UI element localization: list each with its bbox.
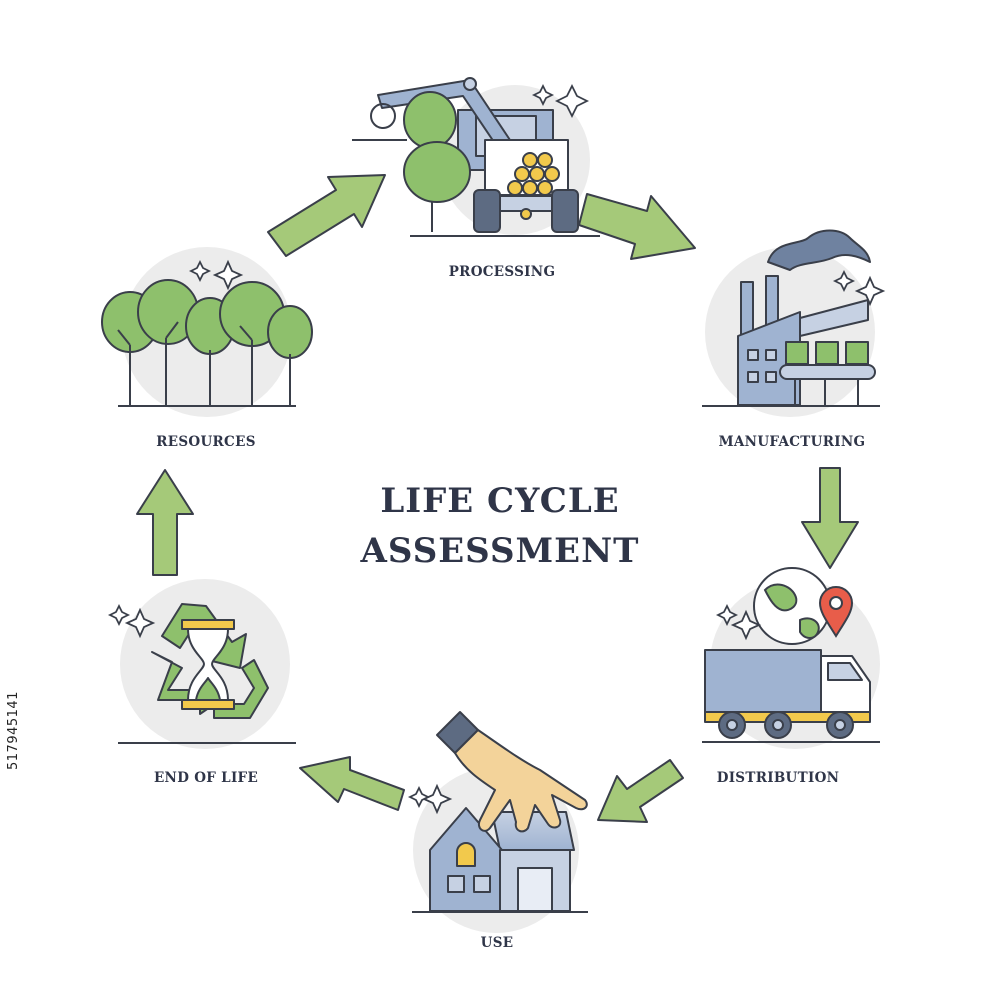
hourglass-icon — [181, 619, 235, 710]
title-line-1: LIFE CYCLE — [380, 481, 620, 521]
forest-icon — [101, 279, 313, 405]
arrow-end-of-life-to-resources — [136, 469, 194, 576]
factory-icon — [737, 229, 876, 406]
arrow-resources-to-processing — [267, 174, 386, 257]
label-distribution: DISTRIBUTION — [717, 770, 840, 786]
tree-icon — [352, 91, 471, 232]
distribution-illustration — [702, 567, 880, 749]
diagram-title: LIFE CYCLE ASSESSMENT — [300, 476, 700, 576]
arrow-distribution-to-use — [597, 759, 684, 823]
manufacturing-illustration — [702, 229, 886, 417]
label-end-of-life: END OF LIFE — [154, 770, 258, 786]
sparkle-icon — [832, 269, 886, 307]
label-resources: RESOURCES — [156, 434, 256, 450]
arrow-processing-to-manufacturing — [578, 193, 696, 260]
delivery-truck-icon — [704, 649, 871, 739]
label-processing: PROCESSING — [449, 264, 556, 280]
sparkle-icon — [407, 783, 453, 815]
cycle-arrows — [136, 174, 859, 823]
sparkle-icon — [107, 603, 156, 639]
processing-illustration — [352, 77, 600, 237]
resources-illustration — [101, 247, 313, 417]
location-pin-icon — [818, 586, 854, 638]
end-of-life-illustration — [107, 579, 296, 749]
label-manufacturing: MANUFACTURING — [719, 434, 866, 450]
hand-icon — [436, 711, 588, 833]
sparkle-icon — [188, 259, 244, 291]
stock-id: 517945141 — [6, 691, 21, 770]
globe-icon — [753, 567, 831, 645]
arrow-use-to-end-of-life — [299, 756, 405, 811]
use-illustration — [407, 711, 588, 933]
title-line-2: ASSESSMENT — [360, 531, 640, 571]
sparkle-icon — [531, 83, 590, 119]
sparkle-icon — [715, 603, 762, 641]
harvester-icon — [370, 77, 579, 233]
label-use: USE — [481, 935, 514, 951]
arrow-manufacturing-to-distribution — [801, 467, 859, 569]
